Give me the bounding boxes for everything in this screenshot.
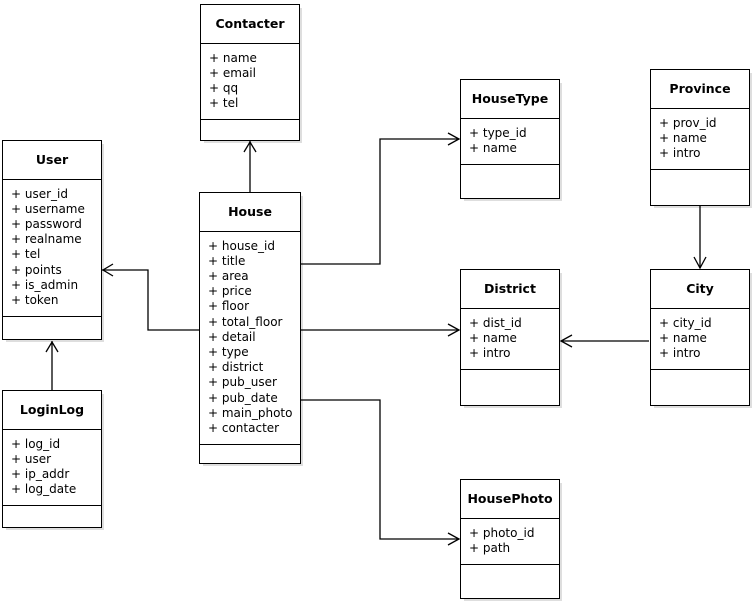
- class-title-province: Province: [651, 70, 749, 109]
- attribute-row: + log_date: [11, 482, 77, 497]
- attribute-row: + intro: [659, 145, 701, 160]
- attribute-row: + floor: [208, 299, 250, 314]
- attribute-row: + user_id: [11, 186, 68, 201]
- relation-province-city: [693, 206, 707, 270]
- class-attributes-city: + city_id + name + intro: [651, 309, 749, 371]
- class-title-contacter: Contacter: [201, 5, 299, 44]
- class-attributes-house: + house_id + title + area + price + floo…: [200, 232, 300, 446]
- relation-house-housephoto: [301, 399, 461, 546]
- attribute-row: + tel: [11, 247, 41, 262]
- relation-house-user: [101, 263, 199, 331]
- class-attributes-province: + prov_id + name + intro: [651, 109, 749, 171]
- relation-house-district: [301, 323, 461, 337]
- class-attributes-loginlog: + log_id + user + ip_addr + log_date: [3, 430, 101, 507]
- relation-loginlog-user: [45, 340, 59, 390]
- class-box-loginlog[interactable]: LoginLog + log_id + user + ip_addr + log…: [2, 390, 102, 528]
- attribute-row: + intro: [469, 345, 511, 360]
- attribute-row: + title: [208, 253, 246, 268]
- attribute-row: + dist_id: [469, 315, 522, 330]
- class-attributes-contacter: + name + email + qq + tel: [201, 44, 299, 121]
- class-methods-user: [3, 317, 101, 335]
- class-box-housetype[interactable]: HouseType + type_id + name: [460, 79, 560, 199]
- attribute-row: + username: [11, 201, 85, 216]
- attribute-row: + pub_date: [208, 390, 278, 405]
- attribute-row: + city_id: [659, 315, 712, 330]
- attribute-row: + token: [11, 292, 59, 307]
- attribute-row: + ip_addr: [11, 466, 70, 481]
- class-attributes-user: + user_id + username + password + realna…: [3, 180, 101, 318]
- attribute-row: + type: [208, 344, 249, 359]
- class-box-housephoto[interactable]: HousePhoto + photo_id + path: [460, 479, 560, 599]
- attribute-row: + pub_user: [208, 375, 277, 390]
- attribute-row: + contacter: [208, 420, 280, 435]
- class-title-house: House: [200, 193, 300, 232]
- class-methods-housephoto: [461, 565, 559, 583]
- attribute-row: + total_floor: [208, 314, 283, 329]
- attribute-row: + password: [11, 216, 82, 231]
- class-title-city: City: [651, 270, 749, 309]
- attribute-row: + email: [209, 65, 256, 80]
- attribute-row: + qq: [209, 80, 239, 95]
- attribute-row: + name: [209, 50, 257, 65]
- class-title-user: User: [3, 141, 101, 180]
- attribute-row: + name: [469, 140, 517, 155]
- class-methods-loginlog: [3, 506, 101, 524]
- attribute-row: + name: [469, 330, 517, 345]
- relation-house-contacter: [243, 140, 257, 192]
- attribute-row: + name: [659, 130, 707, 145]
- class-box-district[interactable]: District + dist_id + name + intro: [460, 269, 560, 406]
- relation-house-housetype: [301, 132, 461, 265]
- class-title-housephoto: HousePhoto: [461, 480, 559, 519]
- class-methods-city: [651, 370, 749, 388]
- attribute-row: + photo_id: [469, 525, 535, 540]
- attribute-row: + user: [11, 451, 52, 466]
- class-methods-house: [200, 445, 300, 463]
- class-title-housetype: HouseType: [461, 80, 559, 119]
- attribute-row: + price: [208, 284, 252, 299]
- class-attributes-housetype: + type_id + name: [461, 119, 559, 165]
- class-box-user[interactable]: User + user_id + username + password + r…: [2, 140, 102, 340]
- attribute-row: + house_id: [208, 238, 276, 253]
- class-box-contacter[interactable]: Contacter + name + email + qq + tel: [200, 4, 300, 141]
- class-methods-housetype: [461, 165, 559, 183]
- class-methods-contacter: [201, 120, 299, 138]
- relation-city-district: [559, 334, 649, 348]
- attribute-row: + area: [208, 268, 249, 283]
- attribute-row: + tel: [209, 96, 239, 111]
- class-attributes-housephoto: + photo_id + path: [461, 519, 559, 565]
- attribute-row: + path: [469, 540, 511, 555]
- attribute-row: + log_id: [11, 436, 61, 451]
- attribute-row: + is_admin: [11, 277, 79, 292]
- class-methods-district: [461, 370, 559, 388]
- class-methods-province: [651, 170, 749, 188]
- class-title-district: District: [461, 270, 559, 309]
- class-attributes-district: + dist_id + name + intro: [461, 309, 559, 371]
- attribute-row: + points: [11, 262, 62, 277]
- attribute-row: + name: [659, 330, 707, 345]
- attribute-row: + prov_id: [659, 115, 717, 130]
- attribute-row: + type_id: [469, 125, 527, 140]
- attribute-row: + detail: [208, 329, 256, 344]
- class-title-loginlog: LoginLog: [3, 391, 101, 430]
- class-box-house[interactable]: House + house_id + title + area + price …: [199, 192, 301, 464]
- class-box-city[interactable]: City + city_id + name + intro: [650, 269, 750, 406]
- attribute-row: + district: [208, 360, 264, 375]
- attribute-row: + realname: [11, 232, 82, 247]
- attribute-row: + main_photo: [208, 405, 293, 420]
- attribute-row: + intro: [659, 345, 701, 360]
- class-box-province[interactable]: Province + prov_id + name + intro: [650, 69, 750, 206]
